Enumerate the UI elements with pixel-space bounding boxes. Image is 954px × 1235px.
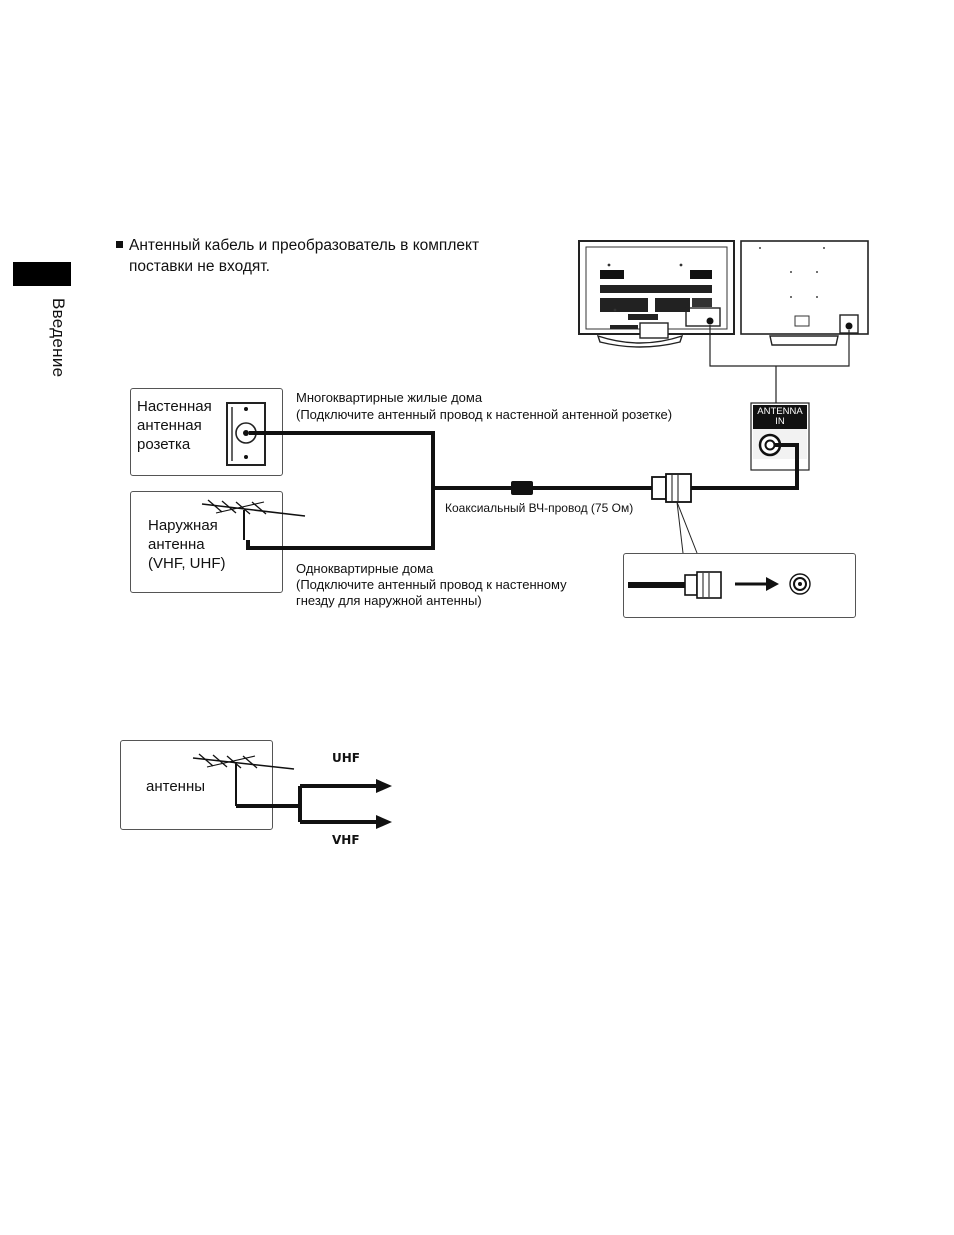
antenna-in-label: ANTENNA IN	[753, 407, 807, 427]
connector-detail	[628, 571, 811, 599]
tv-rear-view-alt	[740, 240, 869, 346]
ferrite-core	[511, 481, 533, 495]
tv-rear-view	[578, 240, 735, 348]
arrow-uhf-icon	[376, 779, 392, 793]
lower-antenna-label: антенны	[146, 778, 206, 795]
splitter-lines	[236, 784, 380, 824]
f-connector-plug	[651, 473, 692, 503]
outdoor-antenna-label-line: (VHF, UHF)	[148, 555, 226, 572]
outdoor-antenna-box	[130, 491, 283, 593]
single-family-desc-1: (Подключите антенный провод к настенному	[296, 577, 567, 592]
antenna-in-label-line: IN	[775, 416, 785, 427]
apartment-desc: (Подключите антенный провод к настенной …	[296, 407, 673, 422]
cable-label: Коаксиальный ВЧ-провод (75 Ом)	[445, 501, 634, 515]
antenna-in-label-line: ANTENNA	[757, 406, 803, 417]
section-label: Введение	[49, 298, 68, 378]
note-line-2: поставки не входят.	[129, 258, 270, 275]
outdoor-antenna-label-line: антенна	[148, 536, 205, 553]
note-text: Антенный кабель и преобразователь в комп…	[116, 235, 536, 277]
section-tab-marker	[13, 262, 71, 286]
outdoor-antenna-label-line: Наружная	[148, 517, 218, 534]
wall-outlet-label-line: Настенная	[137, 398, 212, 415]
wall-outlet-label-line: розетка	[137, 436, 191, 453]
lower-antenna-box	[120, 740, 273, 830]
bullet-icon	[116, 241, 123, 249]
single-family-desc-2: гнезду для наружной антенны)	[296, 593, 482, 608]
vhf-label: VHF	[332, 833, 360, 847]
outdoor-antenna-icon	[201, 499, 306, 540]
uhf-label: UHF	[332, 751, 360, 765]
lower-antenna-icon	[192, 753, 295, 806]
single-family-title: Одноквартирные дома	[296, 561, 434, 576]
apartment-title: Многоквартирные жилые дома	[296, 390, 483, 405]
arrow-right-icon	[766, 577, 779, 591]
arrow-vhf-icon	[376, 815, 392, 829]
wall-outlet-label: Настенная антенная розетка	[137, 397, 212, 454]
antenna-cable	[246, 431, 435, 550]
note-line-1: Антенный кабель и преобразователь в комп…	[129, 237, 480, 254]
outdoor-antenna-label: Наружная антенна (VHF, UHF)	[148, 516, 226, 573]
wall-outlet-label-line: антенная	[137, 417, 202, 434]
